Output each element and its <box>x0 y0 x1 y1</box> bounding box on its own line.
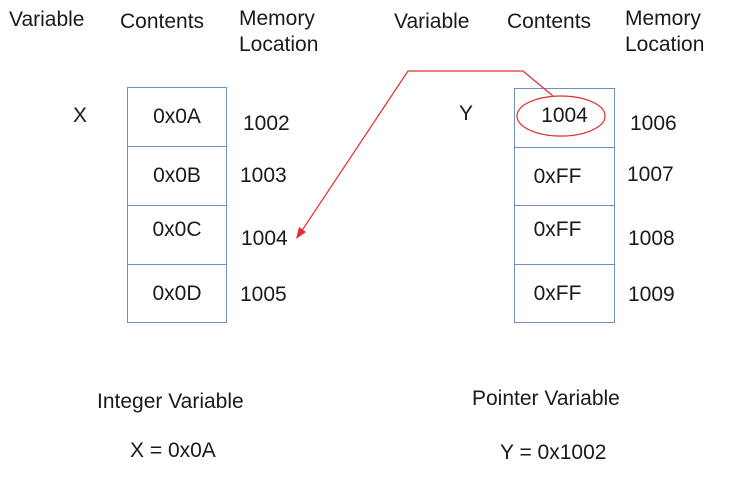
cell-content: 0xFF <box>533 164 582 188</box>
cell-content: 0x0B <box>153 164 201 187</box>
right-header-contents: Contents <box>507 10 592 33</box>
left-header-variable: Variable <box>9 8 85 31</box>
cell-content: 0x0C <box>152 218 202 241</box>
cell-content: 1004 <box>541 104 588 127</box>
cell-content: 0x0D <box>152 281 202 305</box>
address-label: 1008 <box>628 227 675 250</box>
address-label: 1002 <box>243 112 290 135</box>
pointer-memory-cell: 1004 <box>514 88 615 148</box>
address-label: 1004 <box>241 227 288 250</box>
pointer-arrowhead <box>296 227 306 239</box>
cell-content: 0xFF <box>533 218 582 241</box>
left-header-memory-location: Memory Location <box>239 7 319 56</box>
left-header-contents: Contents <box>120 10 205 33</box>
cell-content: 0xFF <box>533 281 582 305</box>
right-header-variable: Variable <box>394 10 470 33</box>
integer-memory-cell: 0x0C <box>127 205 227 265</box>
pointer-arrow-line <box>300 70 554 233</box>
pointer-memory-cell: 0xFF <box>514 205 615 265</box>
integer-variable-name: X <box>73 104 88 127</box>
pointer-variable-caption: Pointer Variable <box>472 387 620 410</box>
address-label: 1003 <box>240 164 287 187</box>
integer-memory-cell: 0x0A <box>127 87 227 147</box>
right-header-memory-location: Memory Location <box>625 7 705 56</box>
address-label: 1005 <box>240 283 287 306</box>
address-label: 1007 <box>627 163 674 186</box>
pointer-variable-name: Y <box>459 102 474 125</box>
integer-variable-caption: Integer Variable <box>97 390 244 413</box>
cell-content: 0x0A <box>153 105 201 128</box>
address-label: 1009 <box>628 283 675 306</box>
pointer-memory-cell: 0xFF <box>514 264 615 323</box>
pointer-memory-cell: 0xFF <box>514 147 615 206</box>
address-label: 1006 <box>630 112 677 135</box>
pointer-variable-equation: Y = 0x1002 <box>500 441 607 464</box>
integer-variable-equation: X = 0x0A <box>130 439 216 462</box>
integer-memory-cell: 0x0B <box>127 146 227 206</box>
highlight-ellipse <box>516 95 606 137</box>
integer-memory-cell: 0x0D <box>127 264 227 323</box>
